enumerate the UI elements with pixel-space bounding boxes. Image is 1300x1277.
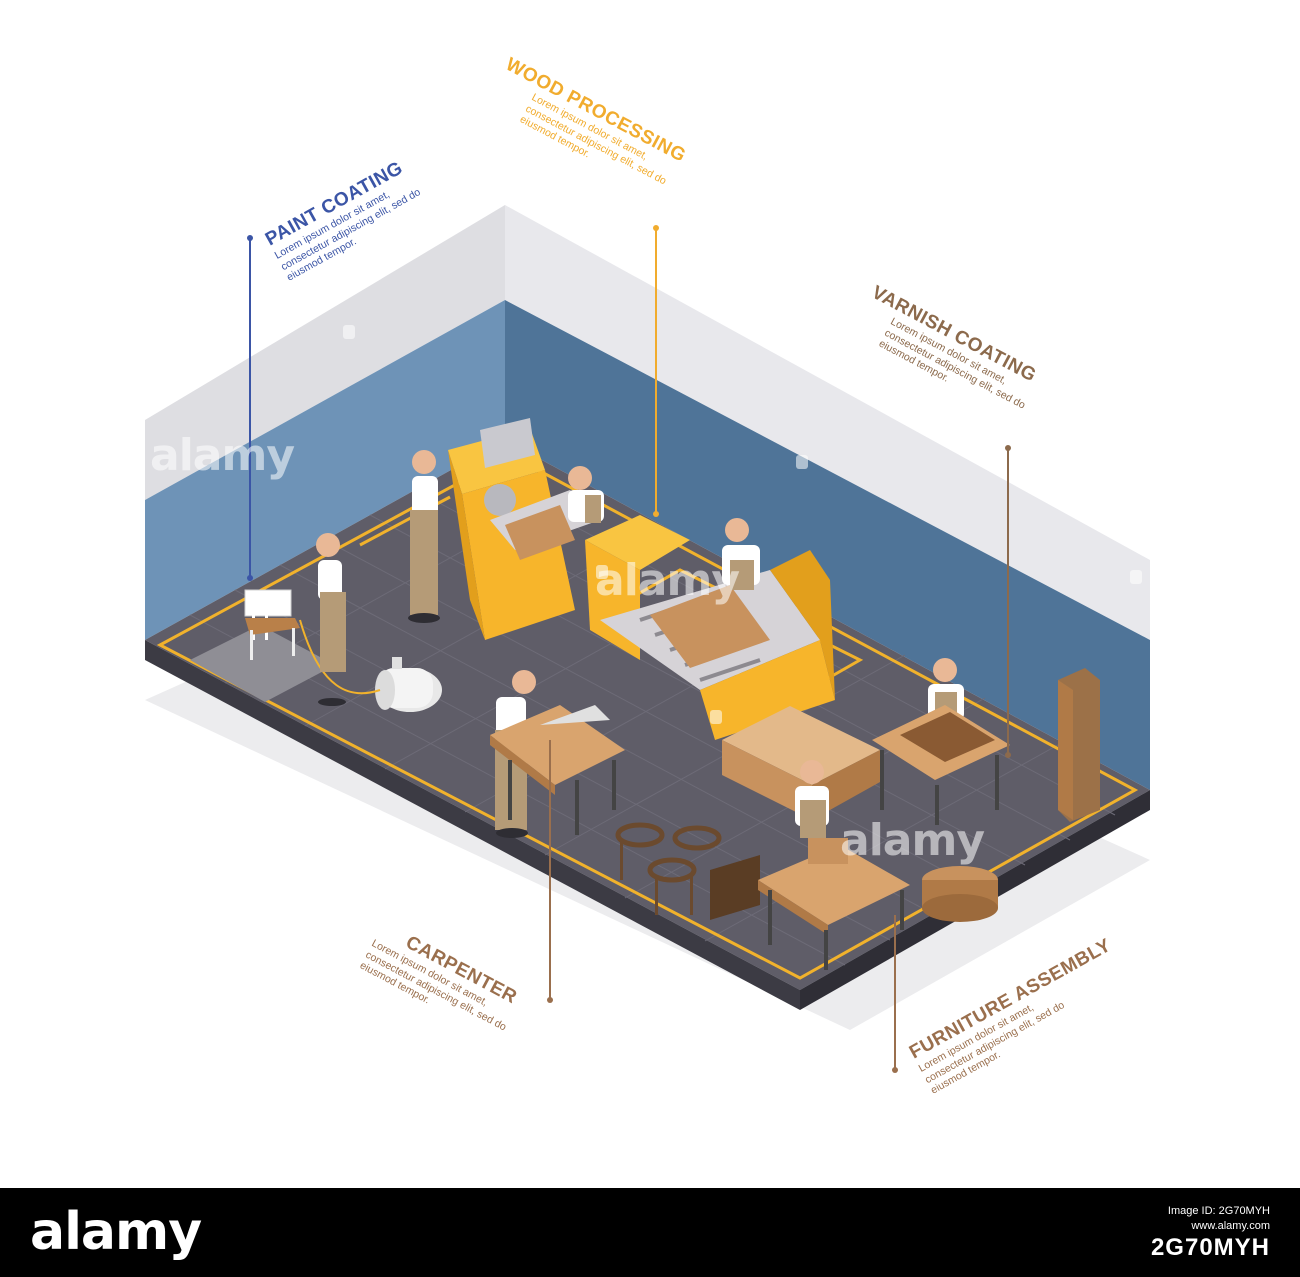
watermark-text-3: alamy bbox=[840, 815, 985, 866]
floor-front-edge-left bbox=[145, 640, 800, 1010]
carpenter-table bbox=[490, 705, 625, 835]
footer-line-2: www.alamy.com bbox=[1191, 1220, 1270, 1232]
watermark-text-1: alamy bbox=[150, 430, 295, 481]
right-wall-blue bbox=[505, 300, 1150, 790]
watermark-lock-5 bbox=[1130, 570, 1142, 584]
chair bbox=[244, 589, 300, 660]
assembly-table bbox=[758, 838, 910, 970]
conveyor-machine bbox=[585, 515, 835, 740]
workshop-scene: alamy alamy alamy PAINT COATING Lorem ip… bbox=[145, 54, 1150, 1097]
left-wall-blue bbox=[145, 300, 505, 640]
footer-meta: Image ID: 2G70MYH www.alamy.com 2G70MYH bbox=[1150, 1204, 1270, 1261]
worker-painter bbox=[316, 533, 346, 706]
seat-stack bbox=[922, 866, 998, 922]
worker-assembler bbox=[795, 760, 829, 838]
varnish-table bbox=[872, 705, 1010, 825]
worker-conveyor bbox=[722, 518, 760, 590]
board-stack bbox=[1058, 668, 1100, 822]
air-hose bbox=[299, 619, 381, 695]
worker-saw-operator bbox=[408, 450, 440, 623]
floor bbox=[145, 440, 1150, 990]
workshop-illustration bbox=[145, 205, 1150, 1073]
worker-machine-feed bbox=[568, 466, 604, 523]
left-wall-top bbox=[145, 205, 505, 500]
footer-image-id: 2G70MYH bbox=[1150, 1234, 1270, 1261]
compressor bbox=[375, 657, 442, 712]
right-wall-top bbox=[505, 205, 1150, 640]
footer-brand: alamy bbox=[30, 1202, 202, 1262]
paint-booth-pad bbox=[190, 625, 335, 702]
watermark-lock-2 bbox=[796, 455, 808, 469]
floor-yellow-zone bbox=[156, 453, 1139, 980]
watermark-text-2: alamy bbox=[595, 555, 740, 606]
saw-machine bbox=[448, 418, 600, 640]
watermark-lock-4 bbox=[596, 565, 608, 579]
footer-line-1: Image ID: 2G70MYH bbox=[1167, 1205, 1270, 1217]
watermark-lock-3 bbox=[710, 710, 722, 724]
chair-frames bbox=[615, 822, 760, 920]
watermark-lock-1 bbox=[343, 325, 355, 339]
stock-footer: alamy Image ID: 2G70MYH www.alamy.com 2G… bbox=[0, 1188, 1300, 1277]
